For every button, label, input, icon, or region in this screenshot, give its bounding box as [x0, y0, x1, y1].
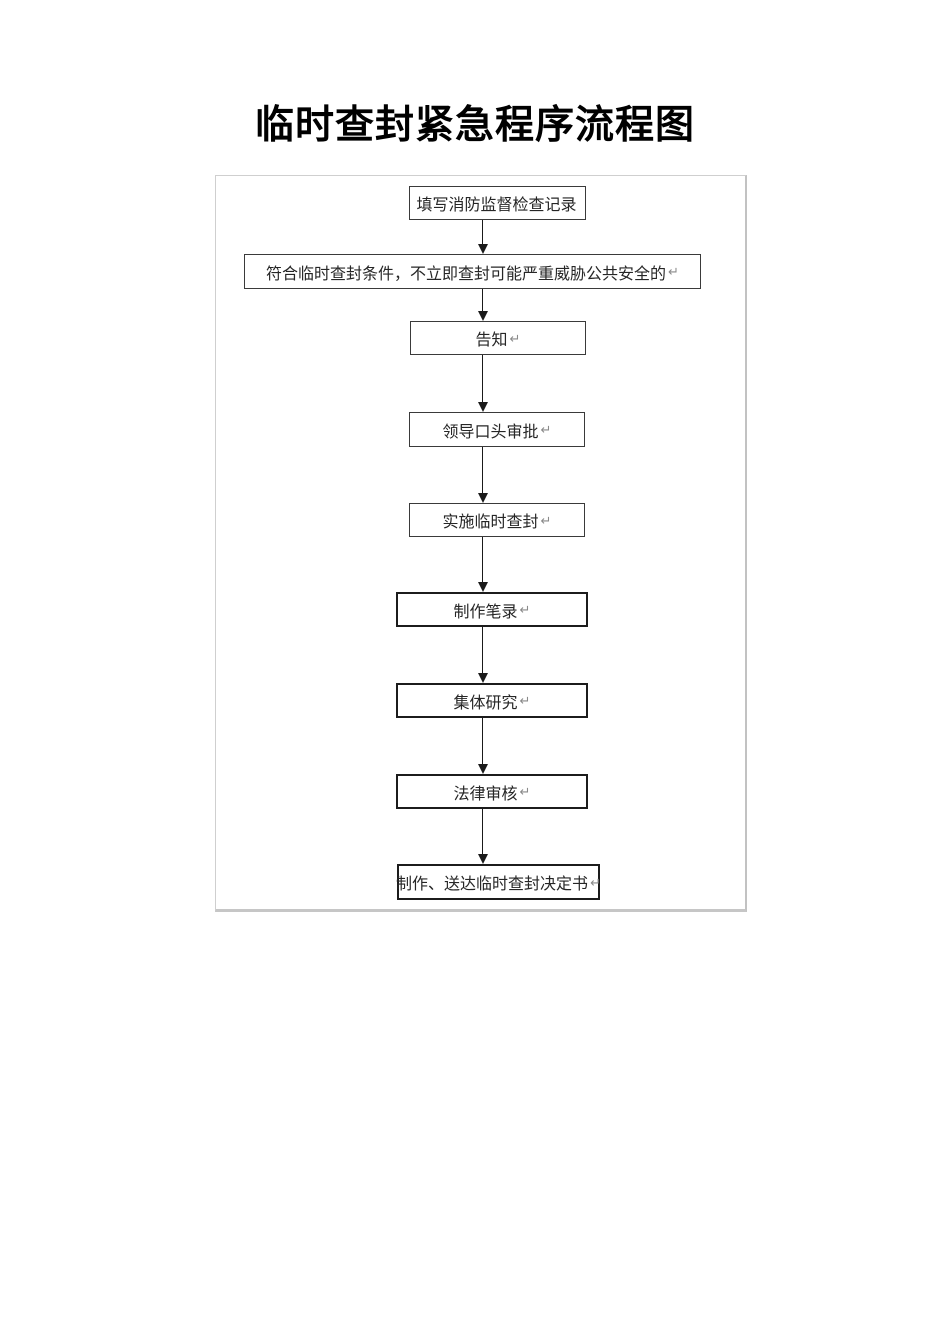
paragraph-return-mark: ↵: [590, 874, 601, 890]
arrow-down-icon: [477, 289, 489, 321]
arrow-down-icon: [477, 627, 489, 683]
paragraph-return-mark: ↵: [509, 330, 521, 346]
paragraph-return-mark: ↵: [519, 693, 531, 708]
page-title: 临时查封紧急程序流程图: [254, 104, 695, 147]
flow-node-implement-temporary-seal: 实施临时查封↵: [409, 503, 585, 537]
flow-node-collective-study: 集体研究↵: [396, 683, 588, 718]
flow-node-legal-review: 法律审核↵: [396, 774, 588, 809]
flow-node-label: 实施临时查封: [442, 514, 539, 531]
flow-node-notify: 告知↵: [410, 321, 586, 355]
flow-node-leader-verbal-approval: 领导口头审批↵: [409, 412, 585, 447]
flow-node-label: 制作笔录: [453, 603, 518, 621]
flow-node-make-deliver-seal-decision: 制作、送达临时查封决定书↵: [396, 864, 601, 900]
paragraph-return-mark: ↵: [540, 512, 552, 528]
flow-node-label: 符合临时查封条件，不立即查封可能严重威胁公共安全的: [266, 265, 667, 283]
paragraph-return-mark: ↵: [519, 602, 531, 617]
paragraph-return-mark: ↵: [668, 264, 679, 279]
flow-node-label: 告知: [475, 332, 508, 349]
flow-node-label: 制作、送达临时查封决定书: [396, 876, 589, 893]
flow-node-label: 领导口头审批: [442, 423, 539, 441]
flow-node-label: 法律审核: [453, 785, 518, 803]
paragraph-return-mark: ↵: [540, 422, 552, 437]
arrow-down-icon: [477, 809, 489, 864]
paragraph-return-mark: ↵: [519, 784, 531, 799]
arrow-down-icon: [477, 447, 489, 503]
flow-node-make-transcript: 制作笔录↵: [396, 592, 588, 627]
flowchart-canvas: 填写消防监督检查记录 符合临时查封条件，不立即查封可能严重威胁公共安全的↵ 告知…: [215, 175, 747, 912]
arrow-down-icon: [477, 537, 489, 592]
flow-node-meets-seal-conditions: 符合临时查封条件，不立即查封可能严重威胁公共安全的↵: [244, 254, 701, 289]
arrow-down-icon: [477, 718, 489, 774]
flow-node-label: 填写消防监督检查记录: [416, 197, 577, 214]
flow-node-fill-inspection-record: 填写消防监督检查记录: [409, 186, 586, 220]
flow-node-label: 集体研究: [453, 694, 518, 712]
arrow-down-icon: [477, 220, 489, 254]
arrow-down-icon: [477, 355, 489, 412]
